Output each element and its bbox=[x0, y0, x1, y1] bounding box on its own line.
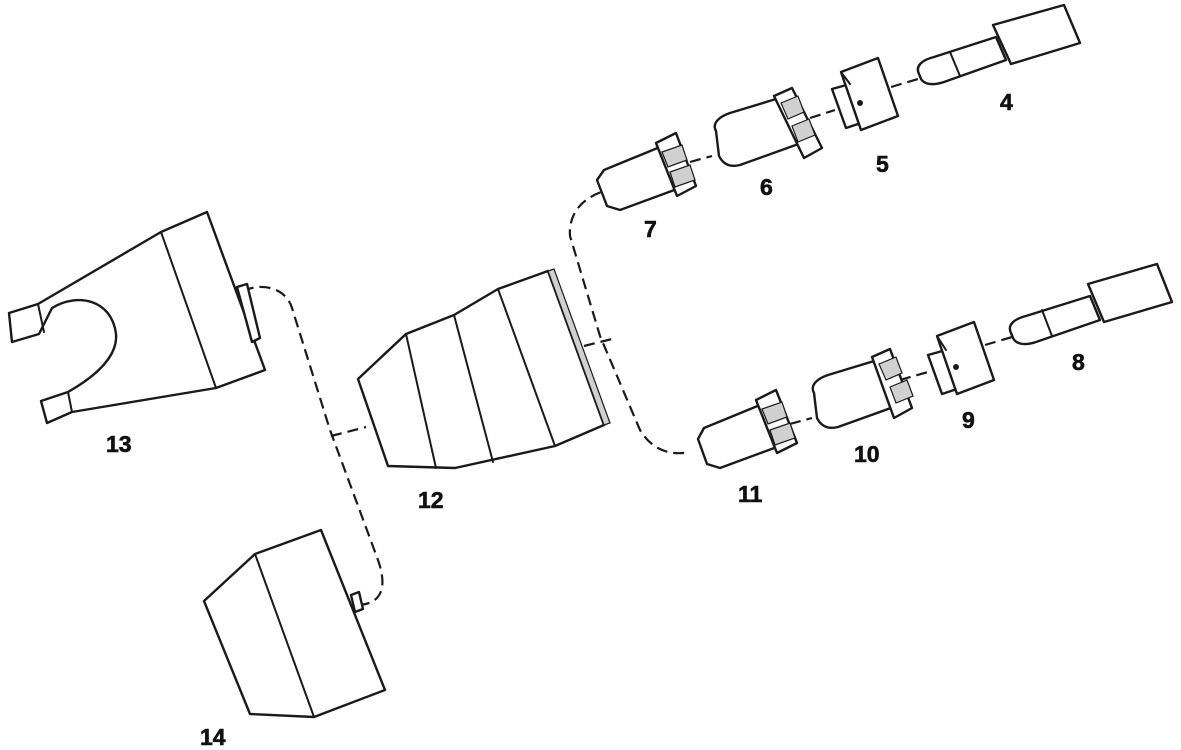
part-5-clamp bbox=[830, 56, 900, 132]
part-labels: 4 5 6 7 8 9 10 11 12 13 14 bbox=[106, 89, 1086, 750]
part-4-pin bbox=[916, 3, 1082, 86]
label-11: 11 bbox=[738, 481, 763, 507]
label-12: 12 bbox=[418, 487, 444, 513]
label-13: 13 bbox=[106, 431, 132, 457]
label-4: 4 bbox=[1000, 89, 1013, 115]
label-5: 5 bbox=[876, 151, 889, 177]
part-7-fitting bbox=[595, 131, 698, 212]
label-9: 9 bbox=[962, 407, 975, 433]
label-8: 8 bbox=[1072, 349, 1085, 375]
label-6: 6 bbox=[760, 174, 773, 200]
part-11-fitting bbox=[696, 388, 799, 470]
part-12-body bbox=[356, 268, 611, 470]
part-8-pin bbox=[1008, 262, 1174, 346]
label-14: 14 bbox=[200, 724, 226, 750]
part-6-sleeve bbox=[713, 86, 824, 167]
part-13-yoke bbox=[7, 210, 267, 425]
part-14-block bbox=[202, 528, 387, 719]
label-10: 10 bbox=[854, 441, 880, 467]
label-7: 7 bbox=[644, 216, 657, 242]
part-10-sleeve bbox=[811, 347, 914, 429]
part-9-clamp bbox=[926, 320, 996, 396]
dashed-connectors bbox=[242, 77, 1013, 607]
